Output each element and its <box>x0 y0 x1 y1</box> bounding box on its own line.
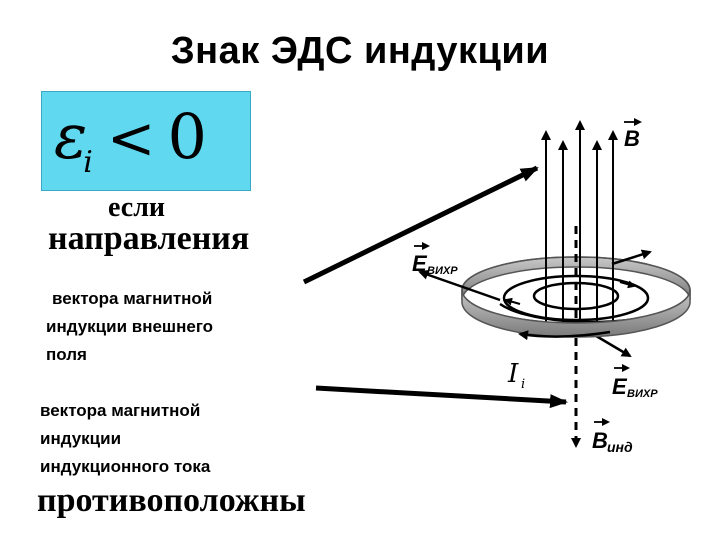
svg-text:B: B <box>592 428 608 453</box>
e-vortex-label-right: E ВИХР <box>612 364 658 400</box>
induced-current-arrow <box>518 330 611 341</box>
svg-text:E: E <box>412 251 428 276</box>
b-vector-label: B <box>624 118 642 151</box>
svg-text:ВИХР: ВИХР <box>427 265 458 277</box>
emf-symbol: ε <box>54 100 88 173</box>
relation-sign: < <box>106 104 156 172</box>
pointer-arrow-external <box>302 165 539 285</box>
induced-field-line-3: индукционного тока <box>40 457 211 476</box>
svg-text:B: B <box>624 126 640 151</box>
formula-box: εi <0 <box>41 91 251 191</box>
induced-current-label: I i <box>507 359 525 392</box>
e-vortex-arrow-top <box>611 249 652 266</box>
page-title: Знак ЭДС индукции <box>170 30 550 72</box>
if-word: если <box>108 192 166 223</box>
e-vortex-label-left: E ВИХР <box>412 242 458 277</box>
conducting-ring-back <box>461 256 691 301</box>
e-vortex-arrow-left <box>418 269 501 302</box>
svg-text:E: E <box>612 374 628 399</box>
opposite-word: противоположны <box>37 482 306 519</box>
zero-value: 0 <box>167 100 207 173</box>
external-field-lines <box>541 120 618 336</box>
emf-subscript: i <box>83 145 93 180</box>
induced-field-line-2: индукции <box>40 429 122 448</box>
pointer-arrow-induced <box>315 385 568 409</box>
svg-text:I: I <box>507 359 519 389</box>
emf-formula: εi <0 <box>54 100 207 180</box>
induced-field-text: вектора магнитной индукции индукционного… <box>40 397 210 481</box>
induced-field-line-1: вектора магнитной <box>40 401 201 420</box>
b-induced-label: B инд <box>592 418 633 455</box>
external-field-line-3: поля <box>46 345 87 364</box>
external-field-line-2: индукции внешнего <box>46 317 214 336</box>
directions-word: направления <box>48 220 250 257</box>
svg-text:i: i <box>521 377 525 392</box>
svg-text:инд: инд <box>607 439 633 455</box>
external-field-line-1: вектора магнитной <box>52 289 213 308</box>
external-field-text: вектора магнитной индукции внешнего поля <box>46 285 213 369</box>
svg-text:ВИХР: ВИХР <box>627 388 658 400</box>
conducting-ring-front <box>461 289 691 338</box>
